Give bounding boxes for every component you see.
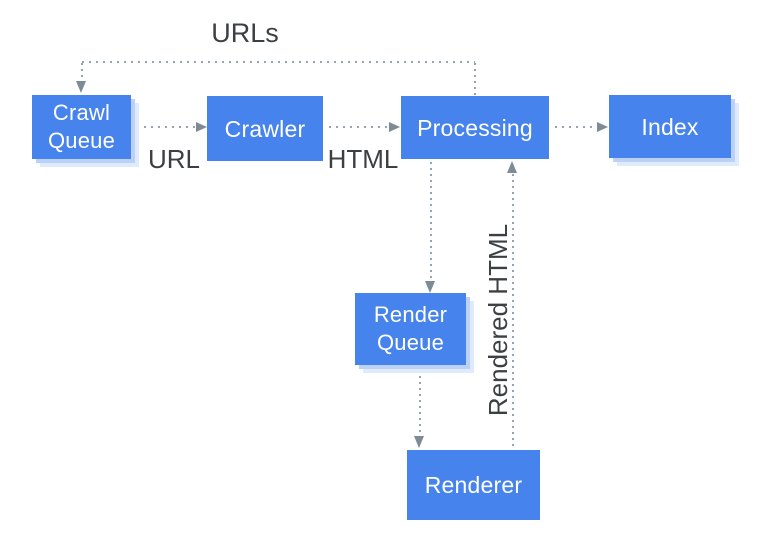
connector-urls-feedback-up-from-processing (474, 63, 476, 95)
arrowhead-into-render-queue (425, 281, 435, 293)
connector-crawl-queue-to-crawler (137, 126, 195, 128)
edge-label-urls: URLs (211, 18, 279, 48)
edge-label-rendered-html: Rendered HTML (483, 223, 513, 417)
connector-renderer-to-processing-rendered-html (512, 174, 514, 450)
edge-label-html: HTML (327, 144, 399, 174)
node-render-queue: Render Queue (355, 293, 466, 365)
connector-urls-feedback-horizontal (82, 61, 475, 63)
node-processing: Processing (401, 96, 549, 159)
arrowhead-into-crawler (196, 122, 207, 132)
arrowhead-up-into-processing (507, 161, 517, 173)
connector-crawler-to-processing (329, 126, 389, 128)
node-crawler: Crawler (207, 96, 323, 161)
connector-processing-to-render-queue (430, 162, 432, 281)
arrowhead-into-crawl-queue (76, 81, 86, 93)
arrowhead-into-renderer (414, 436, 424, 448)
node-renderer: Renderer (407, 450, 540, 520)
node-index: Index (609, 95, 731, 158)
connector-processing-to-index (555, 126, 597, 128)
edge-label-url: URL (147, 144, 200, 174)
arrowhead-into-processing (389, 122, 400, 132)
node-crawl-queue: Crawl Queue (32, 95, 131, 159)
connector-urls-feedback-down-left (81, 63, 83, 81)
arrowhead-into-index (597, 122, 608, 132)
connector-render-queue-to-renderer (419, 376, 421, 436)
